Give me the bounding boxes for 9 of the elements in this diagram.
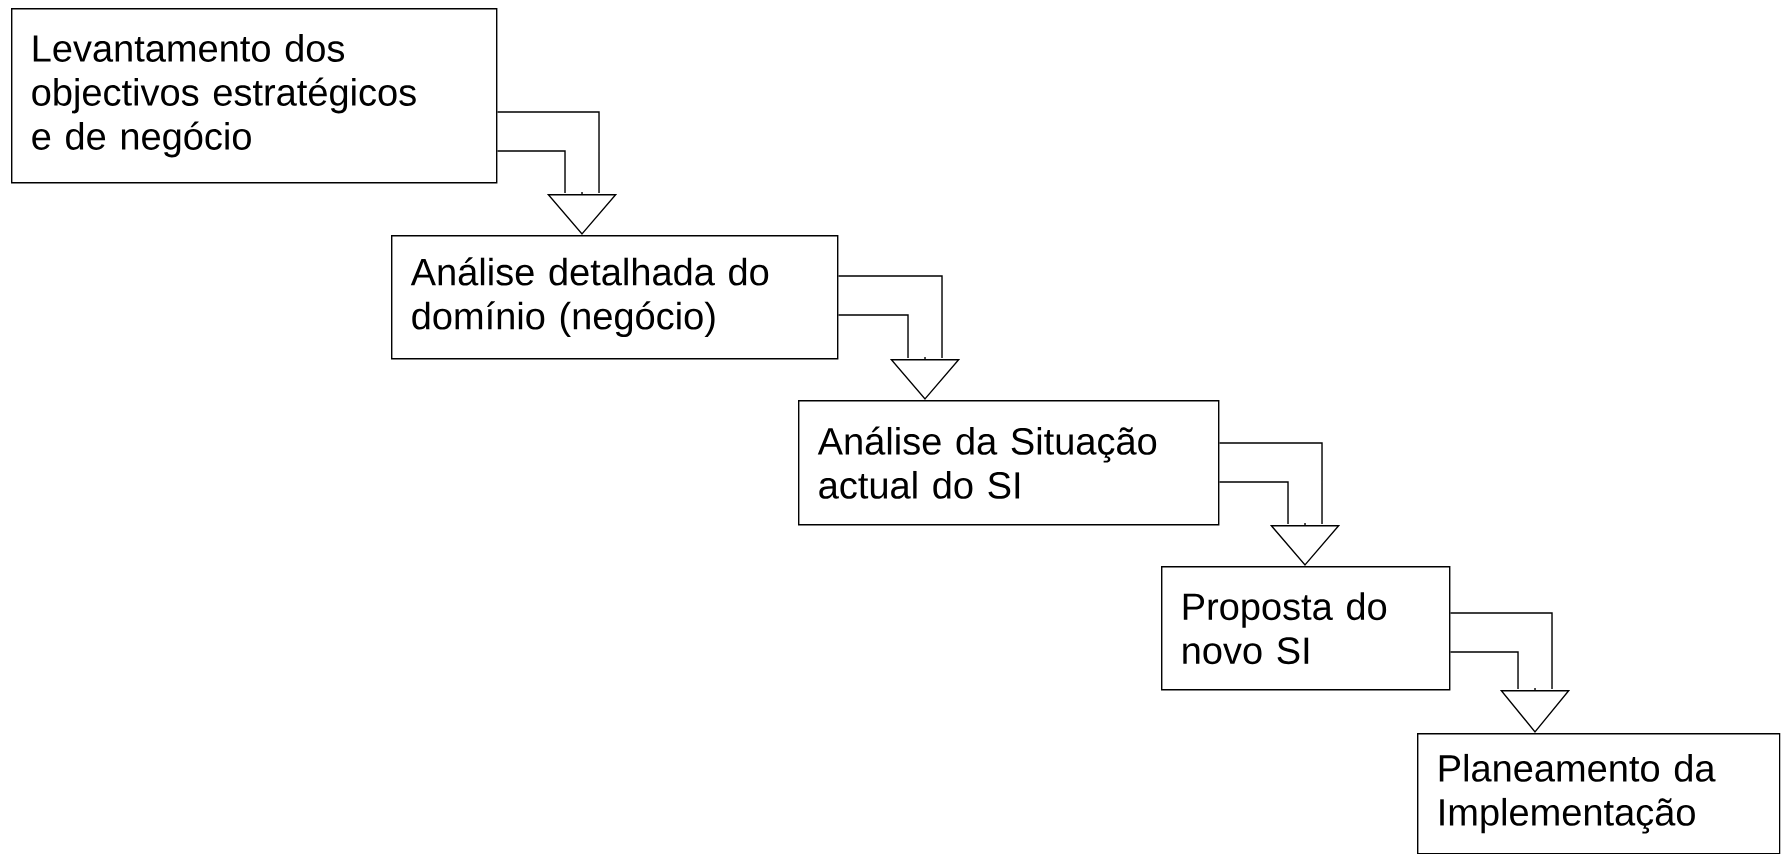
process-box: Planeamento da Implementação <box>1417 733 1781 854</box>
block-arrow <box>837 275 961 400</box>
block-arrow <box>496 111 618 235</box>
process-box: Análise detalhada do domínio (negócio) <box>391 235 839 360</box>
process-box: Levantamento dos objectivos estratégicos e de negócio <box>11 8 498 184</box>
block-arrow <box>1218 442 1341 566</box>
process-box: Análise da Situação actual do SI <box>798 400 1220 526</box>
process-box: Proposta do novo SI <box>1161 566 1451 691</box>
block-arrow <box>1449 612 1571 733</box>
